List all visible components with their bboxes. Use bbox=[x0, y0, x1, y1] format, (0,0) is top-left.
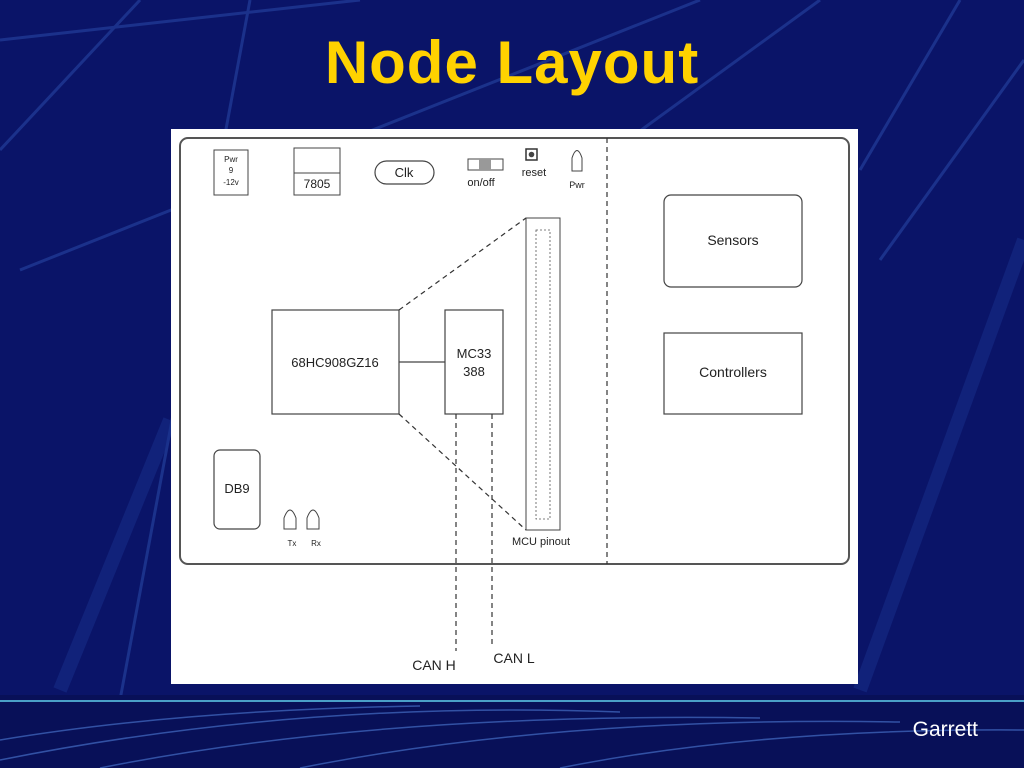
can-transceiver-chip: MC33 388 bbox=[444, 309, 504, 415]
svg-text:388: 388 bbox=[463, 364, 485, 379]
can-l-label: CAN L bbox=[493, 650, 534, 666]
power-led: Pwr bbox=[569, 150, 585, 190]
svg-text:Tx: Tx bbox=[288, 539, 297, 548]
svg-text:Pwr: Pwr bbox=[224, 155, 238, 164]
svg-text:9: 9 bbox=[229, 166, 234, 175]
pinout-lower-dashed-line bbox=[398, 413, 527, 531]
svg-text:Sensors: Sensors bbox=[707, 232, 758, 248]
mcu-pinout-header: MCU pinout bbox=[512, 217, 570, 548]
slide-title: Node Layout bbox=[324, 29, 700, 96]
node-layout-diagram: Pwr 9 -12v 7805 Clk on/off reset bbox=[171, 129, 858, 684]
tx-led: Tx bbox=[283, 509, 297, 548]
mcu-chip: 68HC908GZ16 bbox=[271, 309, 400, 415]
voltage-regulator: 7805 bbox=[293, 147, 341, 196]
svg-text:7805: 7805 bbox=[304, 177, 331, 191]
svg-text:MC33: MC33 bbox=[457, 346, 492, 361]
pinout-upper-dashed-line bbox=[398, 217, 527, 311]
svg-text:Controllers: Controllers bbox=[699, 364, 767, 380]
controllers-block: Controllers bbox=[663, 332, 803, 415]
power-switch: on/off bbox=[467, 158, 504, 189]
svg-text:-12v: -12v bbox=[223, 178, 239, 187]
svg-text:on/off: on/off bbox=[467, 177, 495, 189]
clock-oscillator: Clk bbox=[374, 160, 435, 185]
reset-button: reset bbox=[522, 148, 546, 179]
sensors-block: Sensors bbox=[663, 194, 803, 288]
db9-connector: DB9 bbox=[213, 449, 261, 530]
rx-led: Rx bbox=[306, 509, 321, 548]
svg-text:68HC908GZ16: 68HC908GZ16 bbox=[291, 355, 378, 370]
svg-text:reset: reset bbox=[522, 167, 546, 179]
footer-author: Garrett bbox=[912, 718, 978, 741]
svg-text:DB9: DB9 bbox=[224, 481, 249, 496]
svg-text:MCU pinout: MCU pinout bbox=[512, 536, 570, 548]
svg-text:Pwr: Pwr bbox=[569, 180, 585, 190]
svg-text:Rx: Rx bbox=[311, 539, 321, 548]
svg-text:Clk: Clk bbox=[395, 165, 414, 180]
can-h-label: CAN H bbox=[412, 657, 456, 673]
power-connector: Pwr 9 -12v bbox=[213, 149, 249, 196]
